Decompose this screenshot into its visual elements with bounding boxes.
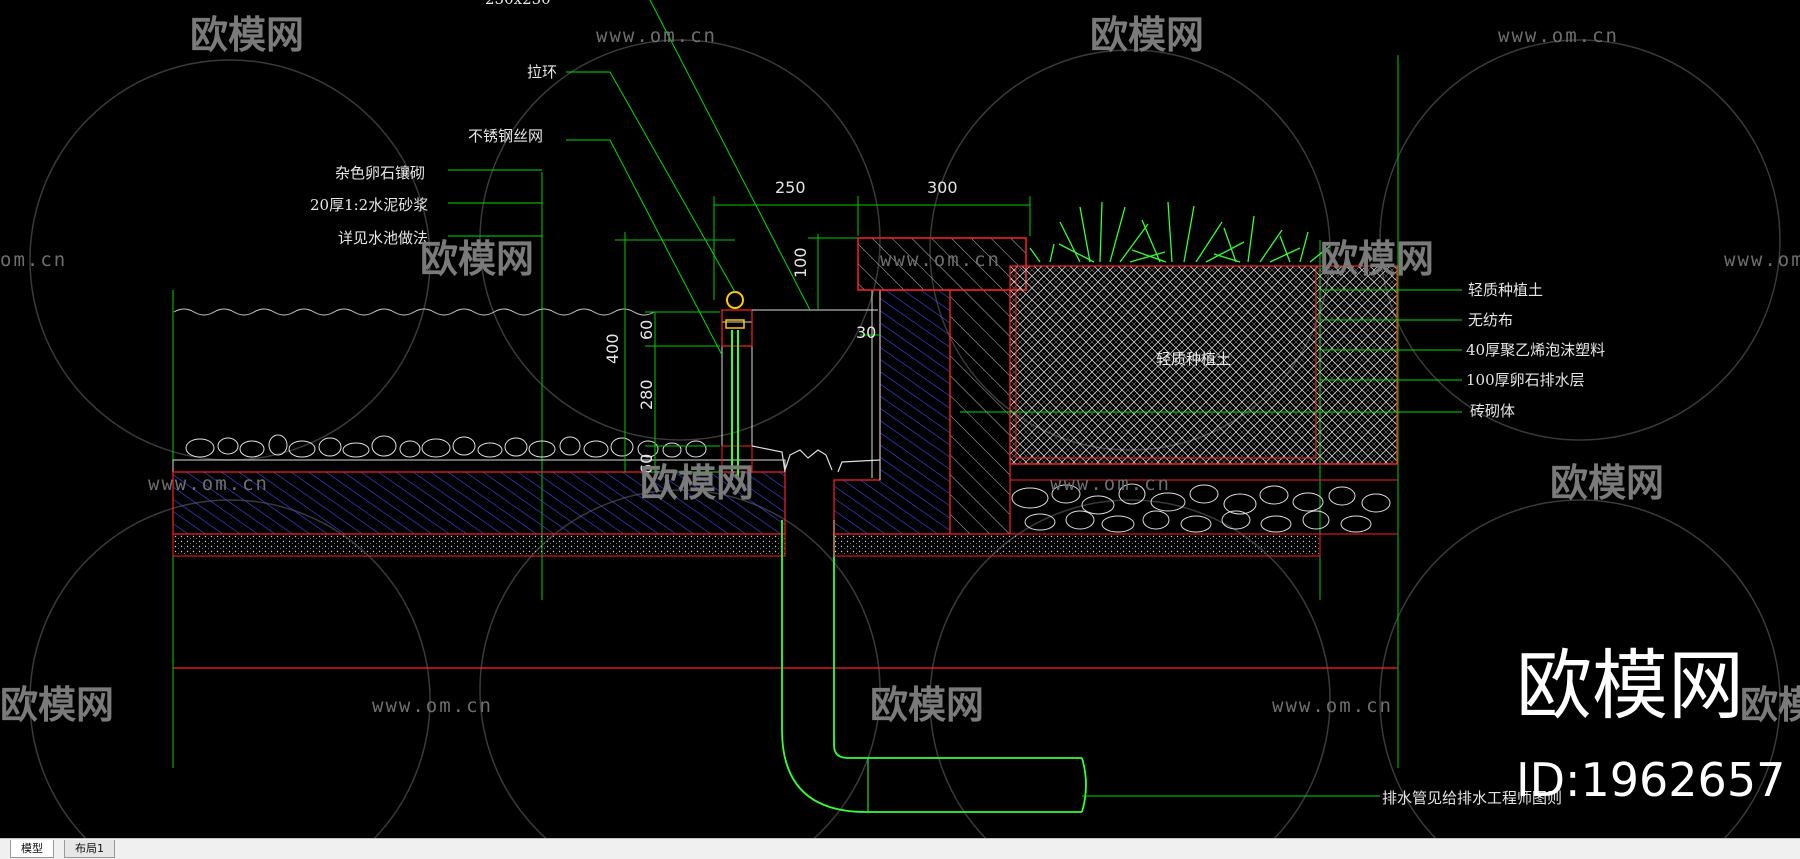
svg-text:www.om.cn: www.om.cn: [596, 25, 717, 47]
svg-text:欧模网: 欧模网: [0, 683, 114, 727]
svg-text:欧模网: 欧模网: [1550, 461, 1664, 505]
coping-stone: [857, 237, 1027, 291]
svg-text:www.om.cn: www.om.cn: [880, 249, 1001, 271]
svg-text:欧模网: 欧模网: [1740, 683, 1800, 727]
svg-text:om.cn: om.cn: [0, 249, 67, 271]
drain-inlet: [751, 445, 881, 473]
dim-60a: 60: [637, 320, 656, 340]
dim-280: 280: [637, 379, 656, 410]
label-top-cut: 250x250: [485, 0, 551, 8]
label-gravel: 100厚卵石排水层: [1466, 371, 1585, 389]
plant-icon: [1029, 201, 1331, 263]
svg-text:www.om.cn: www.om.cn: [1498, 25, 1619, 47]
planter-soil: [1009, 265, 1398, 481]
dim-30: 30: [856, 323, 876, 342]
dim-60b: 60: [637, 454, 656, 474]
label-geotextile: 无纺布: [1468, 311, 1513, 329]
svg-text:欧模网: 欧模网: [870, 683, 984, 727]
svg-text:欧模网: 欧模网: [1320, 237, 1434, 281]
overflow-grate[interactable]: [721, 291, 878, 480]
dimension-lines: [615, 196, 1031, 473]
label-steel-mesh: 不锈钢丝网: [468, 127, 543, 145]
leader-lines: [448, 0, 1462, 797]
label-drain-note: 排水管见给排水工程师图则: [1382, 789, 1562, 807]
svg-text:www.om.cn: www.om.cn: [148, 473, 269, 495]
svg-text:www.om.cn: www.om.cn: [1272, 695, 1393, 717]
drawing-id: ID:1962657: [1516, 753, 1785, 807]
tab-model[interactable]: 模型: [10, 840, 54, 858]
label-soil-center: 轻质种植土: [1156, 350, 1231, 368]
brand-logo: 欧模网: [1516, 641, 1744, 730]
label-brick: 砖砌体: [1470, 402, 1515, 420]
svg-text:www.om.cn: www.om.cn: [372, 695, 493, 717]
cad-drawing-canvas[interactable]: 250x250 拉环 不锈钢丝网 杂色卵石镶砌 20厚1:2水泥砂浆 详见水池做…: [0, 0, 1800, 838]
svg-text:欧模网: 欧模网: [1090, 13, 1204, 57]
svg-text:欧模网: 欧模网: [190, 13, 304, 57]
water-surface: [173, 308, 655, 316]
svg-text:欧模网: 欧模网: [640, 461, 754, 505]
label-soil-right: 轻质种植土: [1468, 281, 1543, 299]
dim-300: 300: [927, 178, 958, 197]
label-cobble: 杂色卵石镶砌: [335, 164, 425, 182]
layout-tab-bar: 模型 布局1: [0, 838, 1800, 859]
pool-cobbles: [185, 434, 707, 458]
svg-text:www.om.cn: www.om.cn: [1050, 473, 1171, 495]
tab-layout1[interactable]: 布局1: [64, 840, 115, 858]
watermark-brands: 欧模网 欧模网 欧模网 欧模网 欧模网 欧模网 欧模网 欧模网 欧模网: [0, 13, 1800, 727]
watermark-urls: www.om.cn www.om.cn om.cn www.om.cn www.…: [0, 25, 1800, 717]
pool-floor-layers: [172, 459, 786, 557]
dim-250: 250: [775, 178, 806, 197]
gravel-layer: [1011, 483, 1391, 533]
pull-ring-icon[interactable]: [726, 291, 744, 309]
dim-400: 400: [603, 333, 622, 364]
svg-text:欧模网: 欧模网: [420, 237, 534, 281]
label-pull-ring: 拉环: [527, 63, 557, 81]
svg-text:www.om.cn: www.om.cn: [1724, 249, 1800, 271]
label-foam: 40厚聚乙烯泡沫塑料: [1466, 341, 1605, 359]
dim-100: 100: [791, 247, 810, 278]
drain-pipe: [781, 520, 1087, 813]
label-mortar: 20厚1:2水泥砂浆: [310, 196, 428, 214]
right-floor-layers: [833, 533, 1321, 557]
label-waterproof: 详见水池做法: [338, 229, 428, 247]
